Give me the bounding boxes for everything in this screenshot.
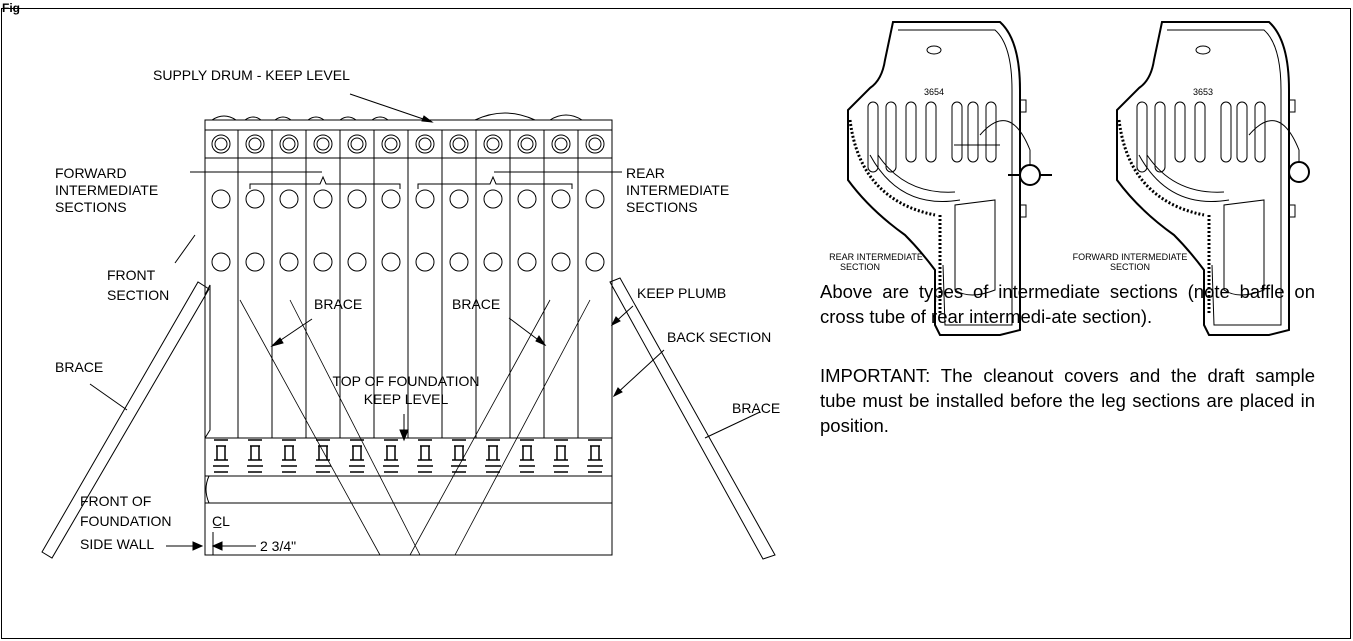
front-section-label-2: SECTION [107, 287, 169, 303]
keep-plumb-label: KEEP PLUMB [637, 285, 726, 301]
forward-section-caption-2: SECTION [1110, 262, 1150, 272]
rear-label-3: SECTIONS [626, 199, 698, 215]
rear-section-caption-1: REAR INTERMEDIATE [829, 252, 923, 262]
rear-label-2: INTERMEDIATE [626, 182, 729, 198]
forward-intermediate-section-drawing [1116, 21, 1310, 336]
right-brace [609, 277, 776, 560]
front-foundation-label-3: SIDE WALL [80, 536, 154, 552]
forward-section-caption-1: FORWARD INTERMEDIATE [1073, 252, 1188, 262]
intermediate-sections-note: Above are types of intermediate sections… [820, 281, 1315, 327]
forward-bracket [249, 175, 401, 189]
brace-label-left: BRACE [314, 296, 362, 312]
forward-label-3: SECTIONS [55, 199, 127, 215]
rear-section-caption-2: SECTION [840, 262, 880, 272]
centerline-symbol: C̲L [212, 513, 230, 529]
drum-bumps [211, 112, 583, 121]
dimension-label: 2 3/4" [260, 538, 296, 554]
figure-label: Fig [2, 1, 20, 15]
tube-circles-row-2 [211, 252, 605, 272]
brace-label-far-left: BRACE [55, 359, 103, 375]
brace-label-far-right: BRACE [732, 400, 780, 416]
diagonal-brace-line [454, 299, 591, 556]
back-section-label: BACK SECTION [667, 329, 771, 345]
leg-connectors [213, 439, 603, 473]
diagonal-brace-line [289, 299, 421, 556]
diagonal-brace-line [409, 299, 551, 556]
rear-bracket [417, 175, 573, 189]
diagonal-brace-line [239, 299, 381, 556]
tube-circles-row-1 [211, 189, 605, 209]
top-foundation-label-2: KEEP LEVEL [364, 391, 449, 407]
front-section-label-1: FRONT [107, 267, 156, 283]
foundation [204, 437, 613, 556]
left-brace [41, 281, 210, 559]
front-foundation-label-1: FRONT OF [80, 493, 151, 509]
top-foundation-label-1: TOP OF FOUNDATION [332, 373, 479, 389]
supply-drum-label: SUPPLY DRUM - KEEP LEVEL [153, 67, 350, 83]
rear-label-1: REAR [626, 165, 665, 181]
rear-intermediate-section-drawing [847, 21, 1052, 336]
front-section-bulge [204, 284, 211, 439]
drum-tube-circles [211, 134, 605, 154]
front-foundation-label-2: FOUNDATION [80, 513, 172, 529]
forward-label-1: FORWARD [55, 165, 127, 181]
section-dividers [237, 130, 579, 438]
forward-label-2: INTERMEDIATE [55, 182, 158, 198]
rear-section-number: 3654 [924, 87, 944, 97]
important-note: IMPORTANT: The cleanout covers and the d… [820, 365, 1315, 436]
brace-label-right: BRACE [452, 296, 500, 312]
forward-section-number: 3653 [1193, 87, 1213, 97]
